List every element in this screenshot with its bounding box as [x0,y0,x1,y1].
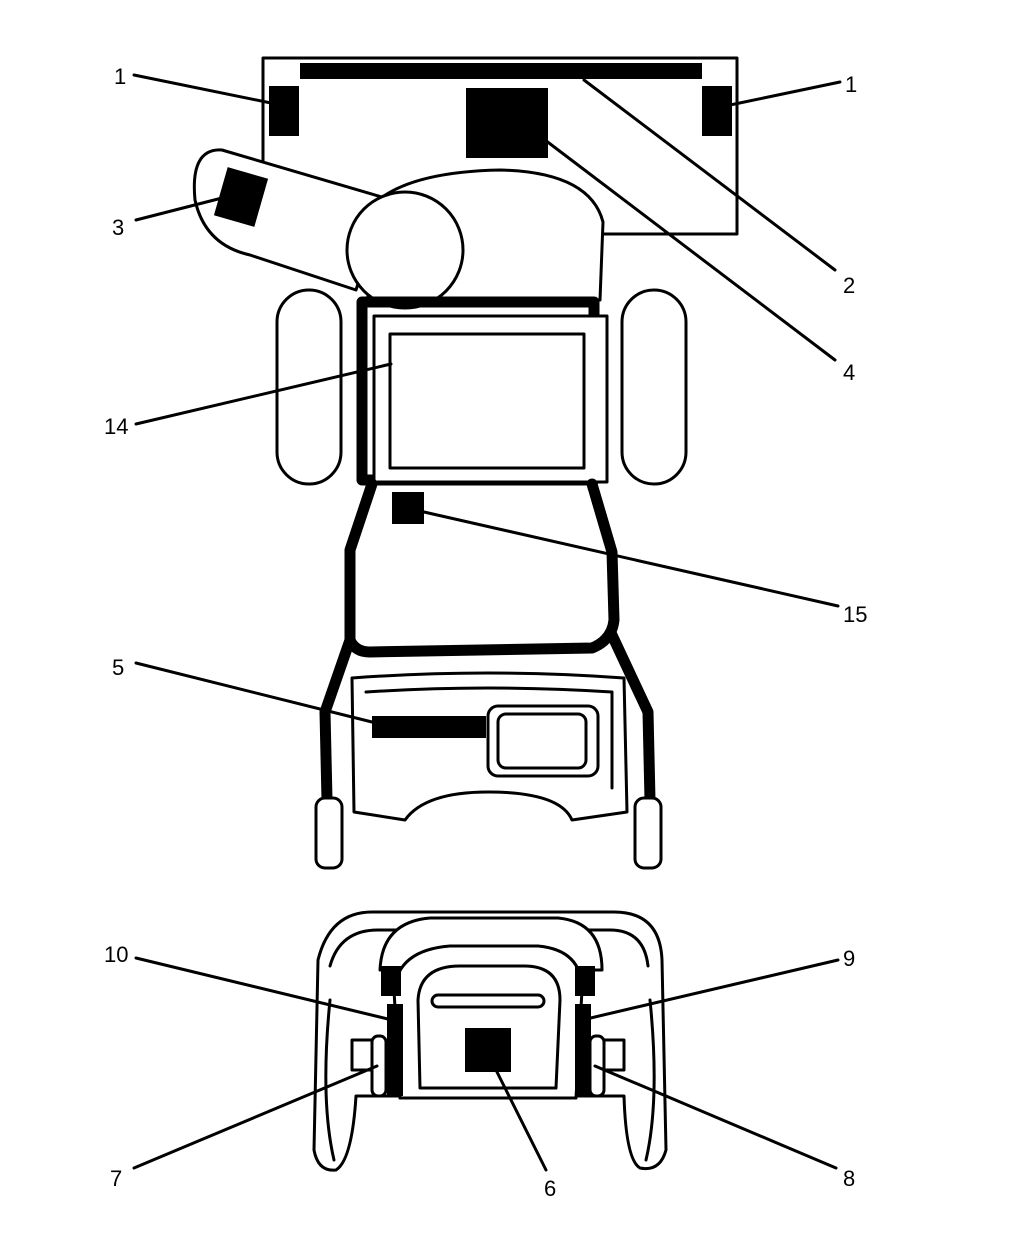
callout-labels: 1 1 2 3 4 14 15 5 10 9 7 8 6 [104,64,867,1201]
bottom-view [312,910,668,1172]
component-9-upper [575,966,595,996]
callout-8: 8 [843,1166,855,1191]
leader-5 [134,661,378,725]
right-side-pad [620,288,688,486]
right-support-leg [606,629,656,806]
leader-4 [543,138,837,362]
component-10 [387,1004,403,1096]
top-view [192,56,739,870]
component-1-left [269,86,299,136]
callout-14: 14 [104,414,128,439]
left-foot [314,796,344,870]
component-4 [466,88,548,158]
leader-2 [582,78,837,272]
callout-2: 2 [843,273,855,298]
lower-body-fill [356,490,607,642]
leader-7 [132,1064,379,1170]
component-bar-2 [300,63,702,79]
left-side-pad [275,288,343,486]
left-support-leg [319,634,356,806]
rear-left-handle [324,998,336,1162]
rear-slot [430,993,546,1009]
callout-1-right: 1 [845,72,857,97]
right-side-block [602,1038,626,1072]
right-foot [633,796,663,870]
component-15 [392,492,424,524]
callout-7: 7 [110,1166,122,1191]
callout-4: 4 [843,360,855,385]
leader-15 [422,510,840,608]
leader-1-left [132,73,273,105]
leader-8 [593,1064,838,1170]
component-10-upper [381,966,401,996]
component-6 [465,1028,511,1072]
left-side-block [350,1038,374,1072]
leader-3 [134,196,224,222]
leader-1-right [728,80,842,107]
callout-10: 10 [104,942,128,967]
leader-lines [132,73,842,1172]
console-inner-line [364,686,614,790]
console-display-inner [496,712,588,770]
component-3 [213,167,269,227]
component-14 [388,332,586,470]
leader-6 [493,1066,548,1172]
leader-14 [134,362,393,426]
callout-9: 9 [843,946,855,971]
callout-5: 5 [112,655,124,680]
callout-1-left: 1 [114,64,126,89]
component-5 [372,716,486,738]
component-1-right [702,86,732,136]
leader-9 [580,958,840,1022]
component-9 [575,1004,591,1096]
callout-15: 15 [843,602,867,627]
callout-6: 6 [544,1176,556,1201]
callout-3: 3 [112,215,124,240]
steering-hub [345,190,465,310]
leader-10 [134,956,394,1022]
